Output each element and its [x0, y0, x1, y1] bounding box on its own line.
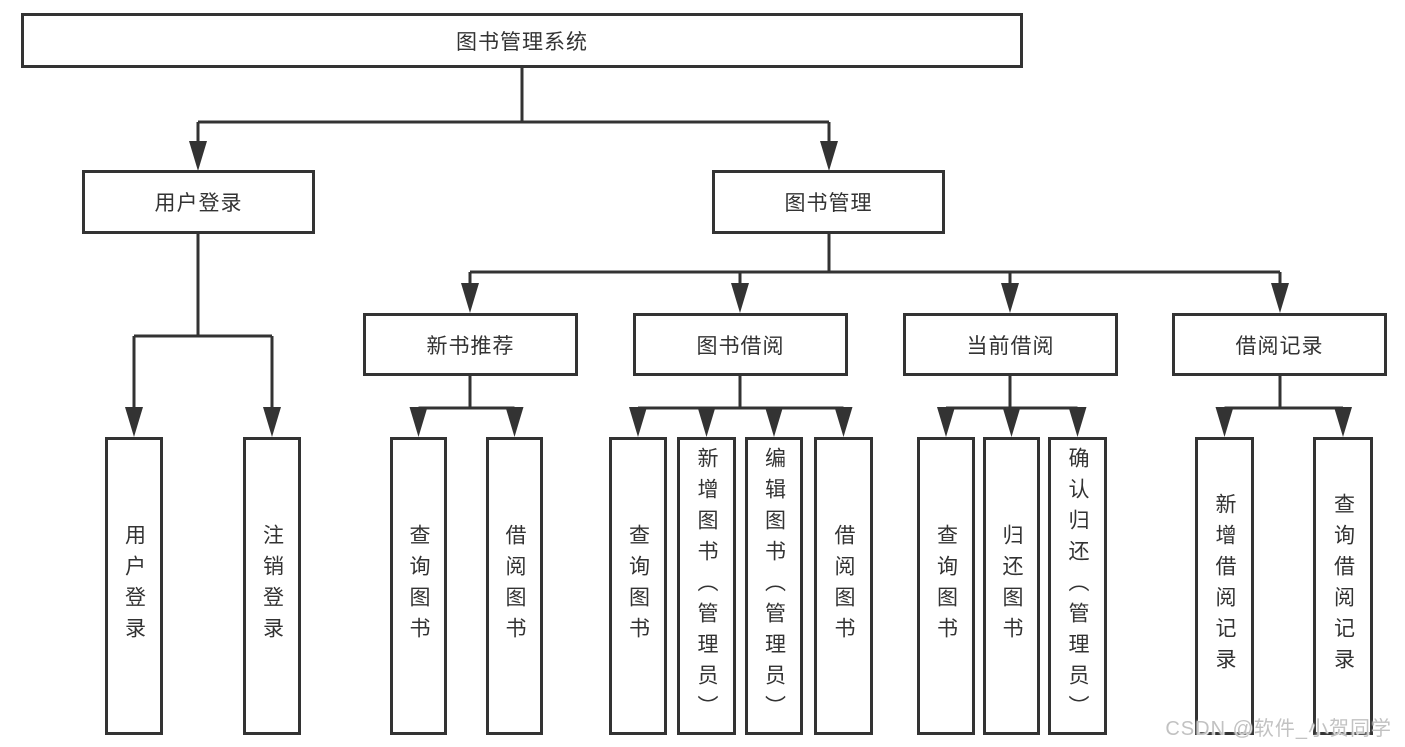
leaf-query-books-borrowing: 查询图书: [609, 437, 667, 735]
node-label: 新书推荐: [426, 334, 515, 358]
leaf-query-books-current: 查询图书: [917, 437, 975, 735]
node-new-book-recommendation: 新书推荐: [363, 313, 578, 376]
leaf-query-borrow-record: 查询借阅记录: [1313, 437, 1373, 735]
node-label: 图书管理: [784, 192, 873, 215]
node-label: 借阅记录: [1235, 334, 1324, 358]
edge-currentborrow-to-leaves: [944, 376, 1079, 414]
node-label: 查询借阅记录: [1331, 493, 1355, 679]
leaf-borrow-books-borrowing: 借阅图书: [814, 437, 873, 735]
node-label: 注销登录: [260, 524, 284, 648]
node-label: 用户登录: [122, 524, 146, 648]
node-current-borrowing: 当前借阅: [903, 313, 1118, 376]
node-book-management: 图书管理: [712, 170, 945, 234]
edge-root-to-level2: [196, 68, 831, 146]
node-label: 归还图书: [1000, 524, 1023, 648]
node-label: 借阅图书: [503, 524, 526, 648]
node-label: 查询图书: [626, 524, 650, 648]
leaf-edit-books-admin: 编辑图书（管理员）: [745, 437, 803, 735]
node-library-management-system: 图书管理系统: [21, 13, 1023, 68]
edge-bookmgmt-to-level3: [468, 234, 1282, 288]
node-label: 确认归还（管理员）: [1066, 446, 1089, 726]
node-label: 当前借阅: [966, 334, 1055, 358]
node-label: 编辑图书（管理员）: [762, 446, 786, 726]
node-label: 查询图书: [934, 524, 958, 648]
leaf-return-books: 归还图书: [983, 437, 1040, 735]
leaf-logout: 注销登录: [243, 437, 301, 735]
edge-bookborrow-to-leaves: [636, 376, 845, 414]
node-label: 用户登录: [154, 192, 243, 215]
leaf-user-login: 用户登录: [105, 437, 163, 735]
leaf-confirm-return-admin: 确认归还（管理员）: [1048, 437, 1107, 735]
node-label: 借阅图书: [832, 524, 855, 648]
node-label: 图书管理系统: [456, 30, 588, 54]
leaf-add-borrow-record: 新增借阅记录: [1195, 437, 1254, 735]
node-label: 新增借阅记录: [1213, 493, 1236, 679]
edge-userlogin-to-leaves: [132, 234, 274, 412]
csdn-watermark: CSDN @软件_小贺同学: [1165, 718, 1392, 740]
edge-newbook-to-leaves: [417, 376, 516, 414]
leaf-add-books-admin: 新增图书（管理员）: [677, 437, 736, 735]
leaf-borrow-books-recommend: 借阅图书: [486, 437, 543, 735]
node-label: 查询图书: [407, 524, 430, 648]
node-label: 新增图书（管理员）: [695, 446, 718, 726]
node-label: 图书借阅: [696, 334, 785, 358]
node-book-borrowing: 图书借阅: [633, 313, 848, 376]
node-user-login: 用户登录: [82, 170, 315, 234]
node-borrowing-records: 借阅记录: [1172, 313, 1387, 376]
edge-borrowrecord-to-leaves: [1223, 376, 1345, 414]
leaf-query-books-recommend: 查询图书: [390, 437, 447, 735]
